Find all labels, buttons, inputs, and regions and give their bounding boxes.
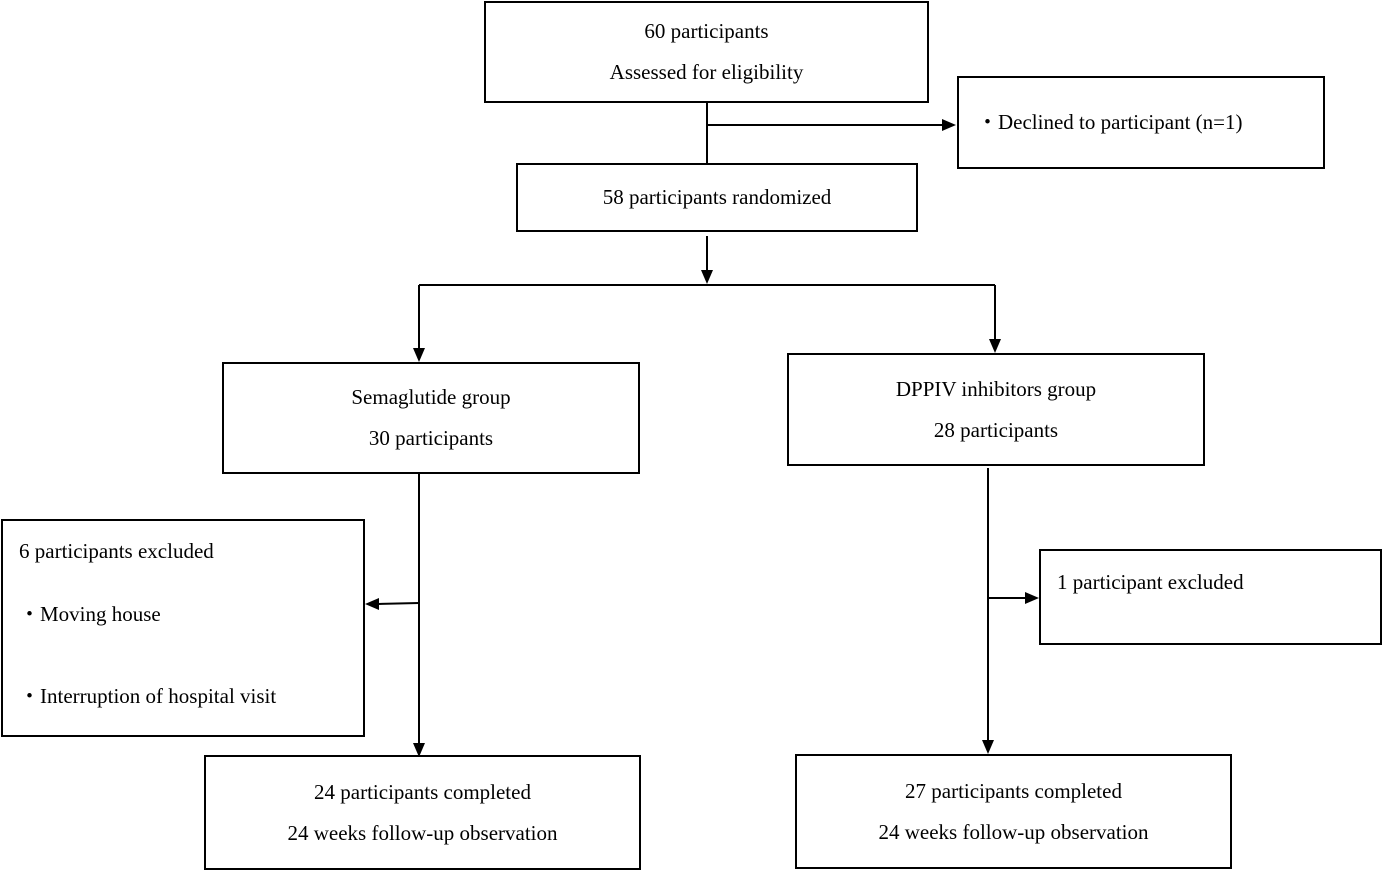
eligibility-label: Assessed for eligibility: [609, 60, 804, 84]
dppiv-group-box: DPPIV inhibitors group 28 participants: [787, 353, 1205, 466]
arrowhead-dppiv: [989, 339, 1001, 353]
randomized-box: 58 participants randomized: [516, 163, 918, 232]
semaglutide-group-name: Semaglutide group: [351, 385, 511, 409]
declined-box: ・Declined to participant (n=1): [957, 76, 1325, 169]
completed-left-duration: 24 weeks follow-up observation: [287, 820, 558, 845]
excluded-left-title: 6 participants excluded: [19, 539, 214, 563]
completed-right-duration: 24 weeks follow-up observation: [878, 819, 1149, 844]
arrowhead-semaglutide: [413, 348, 425, 362]
eligibility-count: 60 participants: [644, 19, 769, 43]
excluded-right-box: 1 participant excluded: [1039, 549, 1382, 645]
semaglutide-group-box: Semaglutide group 30 participants: [222, 362, 640, 474]
dppiv-group-count: 28 participants: [933, 417, 1059, 442]
randomized-text: 58 participants randomized: [602, 185, 832, 209]
excluded-left-reason: ・Moving house: [19, 602, 161, 626]
completed-left-count: 24 participants completed: [314, 779, 531, 804]
semaglutide-group-count: 30 participants: [368, 426, 494, 450]
excluded-right-title: 1 participant excluded: [1057, 570, 1244, 594]
excluded-left-reason: ・Interruption of hospital visit: [19, 684, 277, 708]
arrowhead-randomized-split: [701, 270, 713, 284]
completed-right-count: 27 participants completed: [905, 778, 1122, 803]
excluded-left-box: 6 participants excluded ・Moving house ・I…: [1, 519, 365, 737]
eligibility-box: 60 participants Assessed for eligibility: [484, 1, 929, 103]
declined-text: ・Declined to participant (n=1): [977, 110, 1243, 134]
completed-right-box: 27 participants completed 24 weeks follo…: [795, 754, 1232, 869]
dppiv-group-name: DPPIV inhibitors group: [895, 376, 1097, 401]
arrowhead-completed-right: [982, 740, 994, 754]
arrowhead-declined: [942, 119, 956, 131]
arrowhead-excluded-right: [1025, 592, 1039, 604]
arrowhead-completed-left: [413, 743, 425, 757]
arrowhead-excluded-left: [365, 598, 379, 610]
connector-to-excluded-left: [377, 602, 420, 605]
completed-left-box: 24 participants completed 24 weeks follo…: [204, 755, 641, 870]
